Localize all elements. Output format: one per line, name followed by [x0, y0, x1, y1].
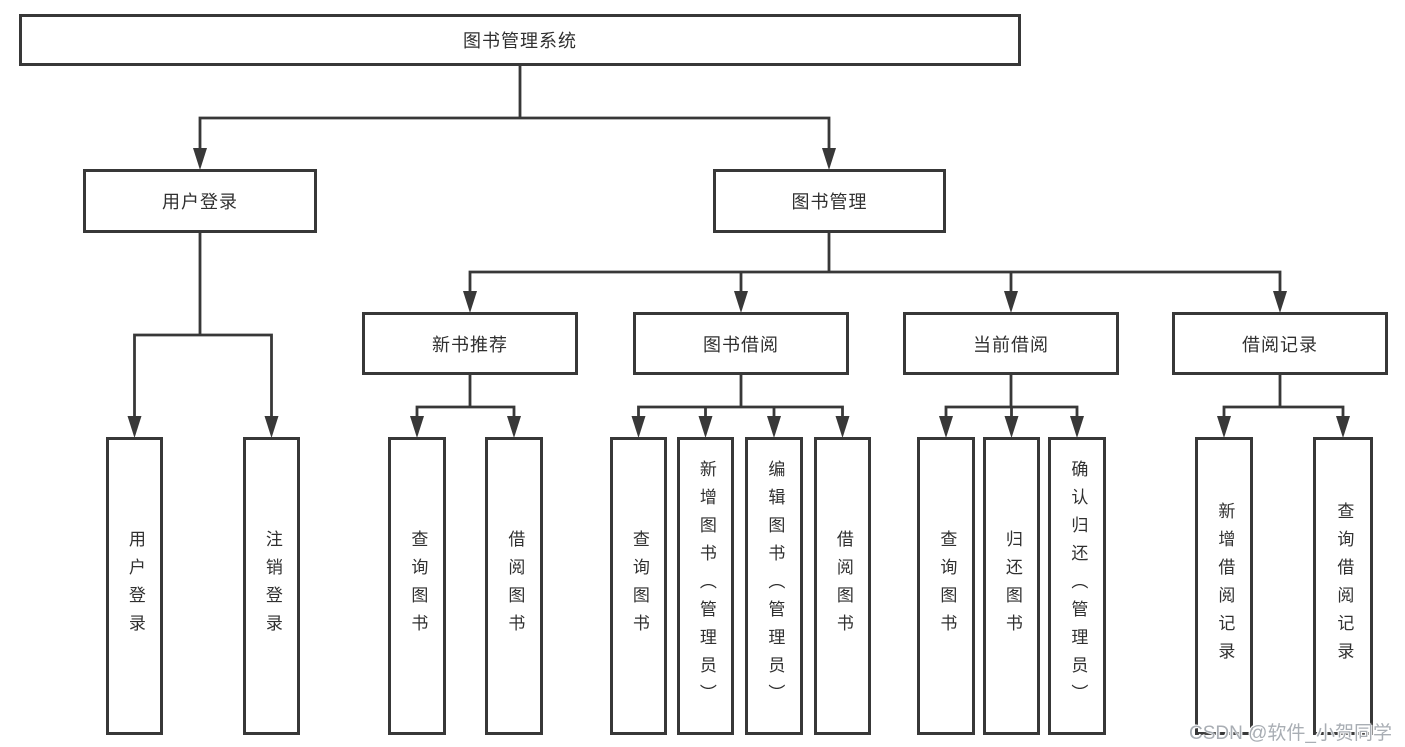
node-current-borrowing: 当前借阅 — [903, 312, 1119, 375]
node-book-management: 图书管理 — [713, 169, 946, 233]
node-label: 用户登录 — [162, 192, 238, 212]
leaf-label: 新增借阅记录 — [1215, 502, 1235, 670]
leaf-label: 编辑图书（管理员） — [765, 460, 785, 712]
csdn-watermark: CSDN @软件_小贺同学 — [1189, 723, 1392, 744]
leaf-label: 注销登录 — [262, 530, 282, 642]
leaf-label: 归还图书 — [1002, 530, 1022, 642]
node-user-login: 用户登录 — [83, 169, 317, 233]
leaf-label: 借阅图书 — [505, 530, 525, 642]
node-label: 图书借阅 — [703, 334, 779, 355]
leaf-logout: 注销登录 — [243, 437, 300, 735]
leaf-label: 借阅图书 — [833, 530, 853, 642]
leaf-label: 查询图书 — [629, 530, 649, 642]
node-label: 当前借阅 — [973, 334, 1049, 355]
root-label: 图书管理系统 — [463, 31, 577, 51]
leaf-label: 查询借阅记录 — [1334, 502, 1354, 670]
leaf-label: 查询图书 — [408, 530, 428, 642]
node-label: 新书推荐 — [432, 334, 508, 355]
leaf-label: 用户登录 — [125, 530, 145, 642]
leaf-confirm-return-admin: 确认归还（管理员） — [1048, 437, 1106, 735]
leaf-borrow-books-borrowing: 借阅图书 — [814, 437, 871, 735]
leaf-label: 新增图书（管理员） — [696, 460, 716, 712]
node-book-borrowing: 图书借阅 — [633, 312, 849, 375]
leaf-query-books-recommend: 查询图书 — [388, 437, 446, 735]
leaf-borrow-books-recommend: 借阅图书 — [485, 437, 543, 735]
leaf-query-books-current: 查询图书 — [917, 437, 975, 735]
node-label: 借阅记录 — [1242, 334, 1318, 355]
node-borrowing-records: 借阅记录 — [1172, 312, 1388, 375]
leaf-return-books: 归还图书 — [983, 437, 1040, 735]
leaf-label: 查询图书 — [937, 530, 957, 642]
leaf-label: 确认归还（管理员） — [1068, 460, 1088, 712]
leaf-add-borrow-record: 新增借阅记录 — [1195, 437, 1253, 735]
node-label: 图书管理 — [791, 192, 868, 212]
node-new-book-recommend: 新书推荐 — [362, 312, 578, 375]
leaf-user-login: 用户登录 — [106, 437, 163, 735]
node-root: 图书管理系统 — [19, 14, 1021, 66]
leaf-query-borrow-record: 查询借阅记录 — [1313, 437, 1373, 735]
leaf-query-books-borrowing: 查询图书 — [610, 437, 667, 735]
leaf-edit-book-admin: 编辑图书（管理员） — [745, 437, 803, 735]
leaf-add-book-admin: 新增图书（管理员） — [677, 437, 734, 735]
